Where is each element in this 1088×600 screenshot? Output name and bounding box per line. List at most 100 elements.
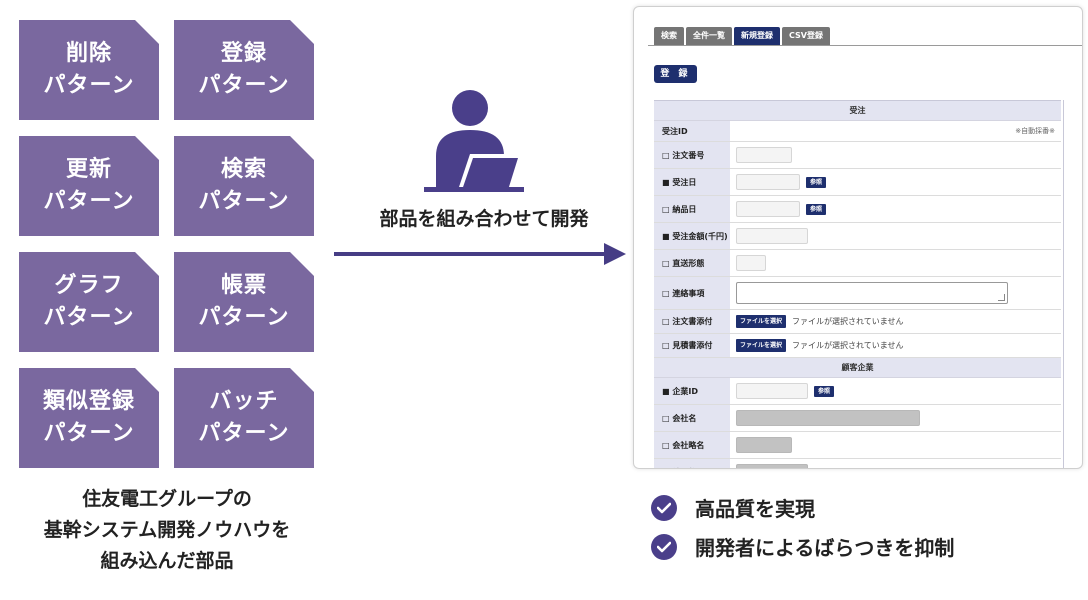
pattern-tile-search: 検索 パターン xyxy=(174,136,314,236)
form-row-order-attachment: □ 注文書添付 ファイルを選択 ファイルが選択されていません xyxy=(654,310,1061,334)
file-status-text: ファイルが選択されていません xyxy=(792,317,904,326)
order-file-select-button[interactable]: ファイルを選択 xyxy=(736,315,787,328)
field-value: 参照 xyxy=(730,169,1061,195)
pattern-tile-report: 帳票 パターン xyxy=(174,252,314,352)
caption-line: 基幹システム開発ノウハウを xyxy=(43,519,291,541)
tile-subtitle: パターン xyxy=(198,421,290,446)
auto-number-text: ※自動採番※ xyxy=(1015,127,1055,135)
pattern-tile-batch: バッチ パターン xyxy=(174,368,314,468)
tab-bar: 検索 全件一覧 新規登録 CSV登録 xyxy=(654,27,830,45)
tile-title: バッチ xyxy=(209,389,279,414)
tile-subtitle: パターン xyxy=(43,73,135,98)
company-id-ref-button[interactable]: 参照 xyxy=(814,385,835,397)
tile-subtitle: パターン xyxy=(43,305,135,330)
company-name-input xyxy=(736,410,920,426)
form-row-direct-shipping: □ 直送形態 xyxy=(654,250,1061,277)
benefit-text: 開発者によるばらつきを抑制 xyxy=(695,536,955,560)
field-value xyxy=(730,459,1061,468)
form-right-border xyxy=(1063,100,1064,468)
check-circle-icon xyxy=(651,494,677,521)
pattern-tile-delete: 削除 パターン xyxy=(19,20,159,120)
benefit-text: 高品質を実現 xyxy=(695,497,815,521)
form-row-company-short-name: □ 会社略名 xyxy=(654,432,1061,459)
field-label: □ 納品日 xyxy=(654,196,730,222)
order-amount-input[interactable] xyxy=(736,228,808,244)
tile-title: 帳票 xyxy=(220,273,267,298)
tile-title: 類似登録 xyxy=(42,389,135,414)
pattern-tile-graph: グラフ パターン xyxy=(19,252,159,352)
middle-label: 部品を組み合わせて開発 xyxy=(379,208,589,230)
quote-file-select-button[interactable]: ファイルを選択 xyxy=(736,339,787,352)
arrow-line xyxy=(334,252,606,256)
field-label: □ 会社名 xyxy=(654,405,730,431)
tab-search[interactable]: 検索 xyxy=(654,27,684,45)
delivery-date-input[interactable] xyxy=(736,201,800,217)
app-screenshot: 検索 全件一覧 新規登録 CSV登録 登 録 受注 受注ID ※自動採番※ □ … xyxy=(633,6,1083,469)
section-header-customer: 顧客企業 xyxy=(654,358,1061,378)
tab-new-register[interactable]: 新規登録 xyxy=(734,27,780,45)
left-caption: 住友電工グループの 基幹システム開発ノウハウを 組み込んだ部品 xyxy=(0,484,334,577)
field-label: ■ 受注日 xyxy=(654,169,730,195)
field-label: □ 社員数 xyxy=(654,459,730,468)
employee-count-input xyxy=(736,464,808,468)
form-row-employee-count: □ 社員数 xyxy=(654,459,1061,468)
arrow-right-icon xyxy=(604,243,626,265)
field-label: □ 見積書添付 xyxy=(654,334,730,357)
delivery-date-ref-button[interactable]: 参照 xyxy=(806,203,827,215)
file-status-text: ファイルが選択されていません xyxy=(792,341,904,350)
form-row-order-number: □ 注文番号 xyxy=(654,142,1061,169)
caption-line: 住友電工グループの xyxy=(82,488,252,510)
field-label: □ 注文番号 xyxy=(654,142,730,168)
form-row-company-name: □ 会社名 xyxy=(654,405,1061,432)
field-value: 参照 xyxy=(730,196,1061,222)
direct-shipping-input[interactable] xyxy=(736,255,766,271)
form-row-delivery-date: □ 納品日 参照 xyxy=(654,196,1061,223)
tile-title: 削除 xyxy=(65,41,112,66)
form-row-quote-attachment: □ 見積書添付 ファイルを選択 ファイルが選択されていません xyxy=(654,334,1061,358)
pattern-tile-similar-register: 類似登録 パターン xyxy=(19,368,159,468)
field-label: ■ 企業ID xyxy=(654,378,730,404)
caption-line: 組み込んだ部品 xyxy=(100,550,234,572)
form-row-company-id: ■ 企業ID 参照 xyxy=(654,378,1061,405)
register-button[interactable]: 登 録 xyxy=(654,65,697,83)
check-circle-icon xyxy=(651,533,677,560)
field-value: ファイルを選択 ファイルが選択されていません xyxy=(730,310,1061,333)
notes-textarea[interactable] xyxy=(736,282,1008,304)
field-value xyxy=(730,142,1061,168)
tile-subtitle: パターン xyxy=(198,73,290,98)
order-date-input[interactable] xyxy=(736,174,800,190)
pattern-tile-register: 登録 パターン xyxy=(174,20,314,120)
pattern-tile-update: 更新 パターン xyxy=(19,136,159,236)
field-label: □ 注文書添付 xyxy=(654,310,730,333)
tile-subtitle: パターン xyxy=(43,189,135,214)
form-row-notes: □ 連絡事項 xyxy=(654,277,1061,310)
tile-subtitle: パターン xyxy=(198,189,290,214)
tile-title: 更新 xyxy=(65,157,112,182)
field-value: 参照 xyxy=(730,378,1061,404)
order-date-ref-button[interactable]: 参照 xyxy=(806,176,827,188)
form-row-order-amount: ■ 受注金額(千円) xyxy=(654,223,1061,250)
field-value xyxy=(730,277,1061,309)
tile-title: 登録 xyxy=(220,41,267,66)
field-value xyxy=(730,223,1061,249)
field-value: ※自動採番※ xyxy=(730,121,1061,141)
field-value: ファイルを選択 ファイルが選択されていません xyxy=(730,334,1061,357)
tab-csv-register[interactable]: CSV登録 xyxy=(782,27,830,45)
order-form: 受注 受注ID ※自動採番※ □ 注文番号 ■ 受注日 参照 □ 納品日 参照 xyxy=(654,100,1061,468)
field-label: □ 会社略名 xyxy=(654,432,730,458)
field-label: □ 直送形態 xyxy=(654,250,730,276)
form-row-order-id: 受注ID ※自動採番※ xyxy=(654,121,1061,142)
field-value xyxy=(730,432,1061,458)
developer-laptop-icon xyxy=(424,90,524,192)
company-id-input[interactable] xyxy=(736,383,808,399)
form-row-order-date: ■ 受注日 参照 xyxy=(654,169,1061,196)
field-value xyxy=(730,405,1061,431)
benefit-quality: 高品質を実現 xyxy=(651,493,815,522)
tab-list-all[interactable]: 全件一覧 xyxy=(686,27,732,45)
field-value xyxy=(730,250,1061,276)
tile-subtitle: パターン xyxy=(43,421,135,446)
field-label: ■ 受注金額(千円) xyxy=(654,223,730,249)
order-number-input[interactable] xyxy=(736,147,792,163)
section-header-order: 受注 xyxy=(654,101,1061,121)
company-short-name-input xyxy=(736,437,792,453)
